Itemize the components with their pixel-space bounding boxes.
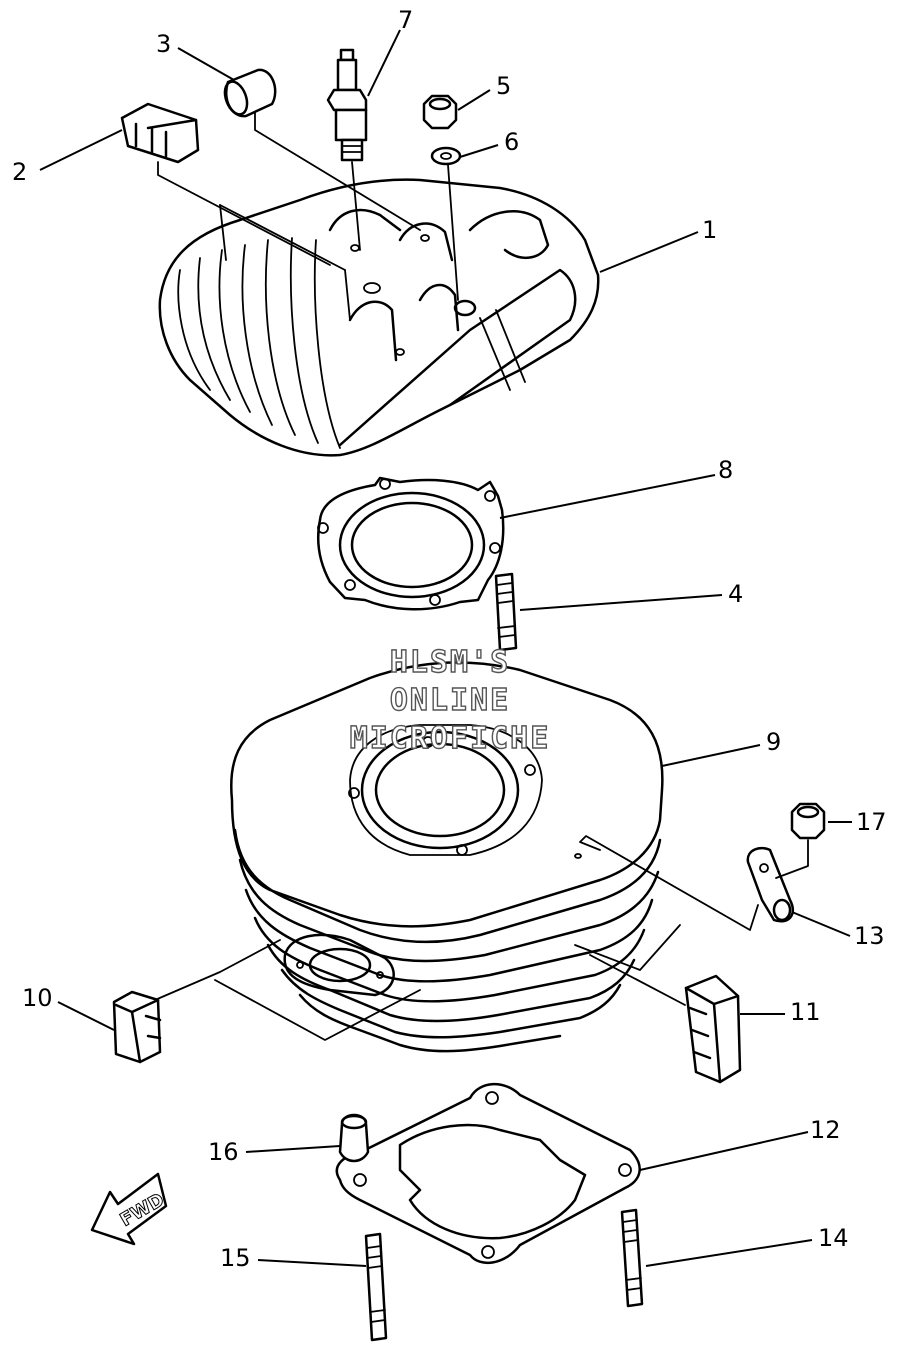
callout-9: 9 xyxy=(766,728,781,756)
damper-11 xyxy=(684,974,742,1084)
callout-1: 1 xyxy=(702,216,717,244)
leader-lines xyxy=(39,29,852,1267)
damper-10 xyxy=(112,990,162,1064)
base-gasket xyxy=(335,1082,641,1265)
damper-2 xyxy=(120,102,200,164)
callout-5: 5 xyxy=(496,72,511,100)
cap xyxy=(223,68,277,118)
nut-5 xyxy=(422,94,458,130)
callout-2: 2 xyxy=(12,158,27,186)
watermark-line-1: HLSM'S xyxy=(390,645,510,680)
spark-plug xyxy=(326,48,368,162)
callout-13: 13 xyxy=(854,922,885,950)
nut-17 xyxy=(775,802,826,879)
watermark-line-2: ONLINE xyxy=(390,683,510,718)
callout-labels: 1 2 3 4 5 6 7 8 9 10 11 12 13 14 15 16 1… xyxy=(12,6,887,1272)
callout-4: 4 xyxy=(728,580,743,608)
callout-17: 17 xyxy=(856,808,887,836)
callout-7: 7 xyxy=(398,6,413,34)
callout-3: 3 xyxy=(156,30,171,58)
stud-4 xyxy=(494,572,518,652)
cylinder-body xyxy=(154,661,759,1053)
cylinder-head xyxy=(158,178,600,457)
callout-14: 14 xyxy=(818,1224,849,1252)
callout-8: 8 xyxy=(718,456,733,484)
dowel-16 xyxy=(338,1113,370,1163)
callout-6: 6 xyxy=(504,128,519,156)
bracket-13 xyxy=(746,846,795,923)
callout-12: 12 xyxy=(810,1116,841,1144)
stud-15 xyxy=(364,1232,388,1342)
callout-10: 10 xyxy=(22,984,53,1012)
fwd-arrow: FWD xyxy=(90,1172,168,1246)
callout-15: 15 xyxy=(220,1244,251,1272)
assembly-lines-top xyxy=(157,111,459,321)
head-gasket xyxy=(316,476,505,611)
watermark: HLSM'S ONLINE MICROFICHE xyxy=(349,644,551,756)
watermark-line-3: MICROFICHE xyxy=(350,721,551,756)
callout-11: 11 xyxy=(790,998,821,1026)
washer-6 xyxy=(430,146,462,166)
stud-14 xyxy=(620,1208,644,1308)
callout-16: 16 xyxy=(208,1138,239,1166)
